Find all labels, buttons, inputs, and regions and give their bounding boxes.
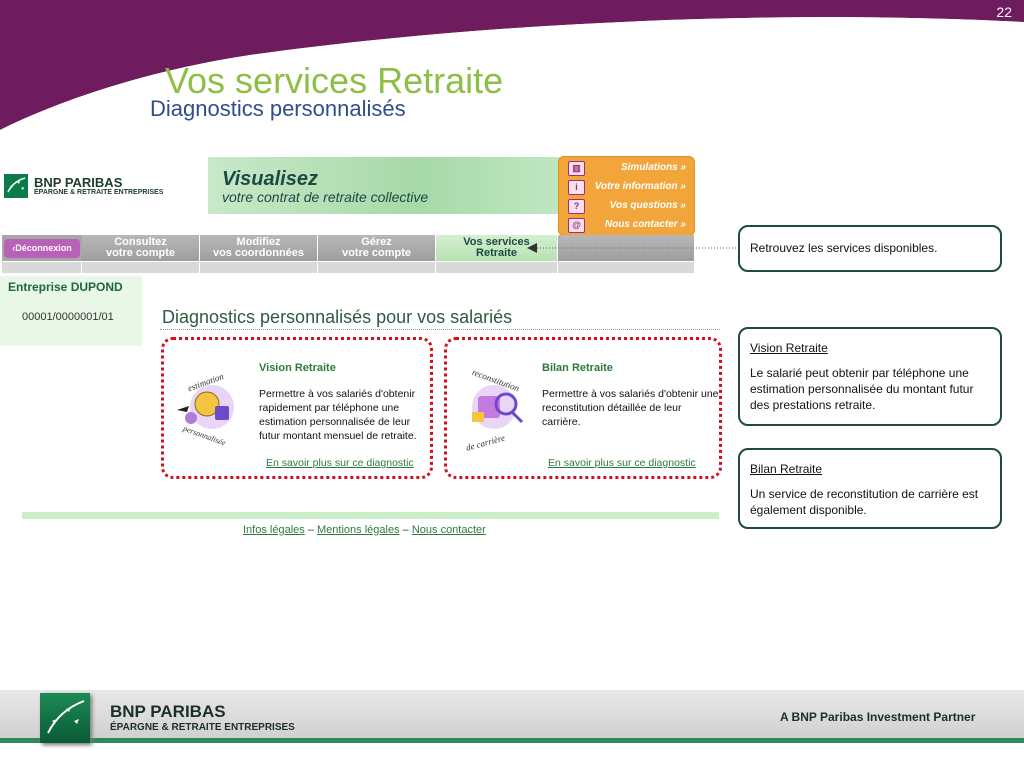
banner [208,157,560,214]
callout-bilan-text: Un service de reconstitution de carrière… [750,487,979,517]
company-name: Entreprise DUPOND [8,280,123,294]
card-description: Permettre à vos salariés d'obtenir rapid… [259,388,417,442]
footer-brand-sub: ÉPARGNE & RETRAITE ENTREPRISES [110,722,295,733]
legal-mentions-link[interactable]: Mentions légales [317,524,400,536]
contact-link[interactable]: Nous contacter [411,524,486,536]
page-heading: Diagnostics personnalisés pour vos salar… [162,307,513,327]
banner-title: Visualisez [222,168,318,190]
reconstitution-badge-icon: reconstitution de carrière [465,367,524,452]
bottom-footer-bar [0,690,1024,738]
tab-consultez-compte[interactable]: Consultez votre compte [82,235,200,261]
tab-modifiez-coordonnees[interactable]: Modifiez vos coordonnées [200,235,318,261]
banner-subtitle: votre contrat de retraite collective [222,189,429,205]
bnp-logo-icon [40,693,90,743]
card-title: Vision Retraite [259,362,336,374]
tab-gerez-compte[interactable]: Gérez votre compte [318,235,436,261]
site-brand-sub: ÉPARGNE & RETRAITE ENTREPRISES [34,189,164,196]
callout-vision-text: Le salarié peut obtenir par téléphone un… [750,366,974,412]
company-id: 00001/0000001/01 [22,311,114,323]
svg-text:de carrière: de carrière [465,433,506,452]
header-swoosh [0,0,1024,136]
learn-more-link[interactable]: En savoir plus sur ce diagnostic [548,457,696,469]
quick-link-contact[interactable]: @ Nous contacter » [559,216,694,234]
bottom-footer-stripe [0,738,1024,743]
chart-icon: ▥ [568,161,585,176]
info-icon: i [568,180,585,195]
quick-link-simulations[interactable]: ▥ Simulations » [559,159,694,177]
callout-vision: Vision Retraite Le salarié peut obtenir … [738,327,1002,426]
callout-services: Retrouvez les services disponibles. [738,225,1002,272]
at-icon: @ [568,218,585,233]
card-bilan-retraite: reconstitution de carrière Bilan Retrait… [444,337,722,479]
logout-button[interactable]: ‹Déconnexion [4,239,80,258]
callout-bilan-title: Bilan Retraite [750,462,823,476]
partner-text: A BNP Paribas Investment Partner [780,710,976,724]
pointer-arrow [527,243,738,253]
callout-vision-title: Vision Retraite [750,341,828,355]
bnp-logo-icon [4,174,28,198]
quick-links-panel: ▥ Simulations » i Votre information » ? … [558,156,695,236]
footer-links: Infos légales – Mentions légales – Nous … [243,524,486,536]
card-description: Permettre à vos salariés d'obtenir une r… [542,388,719,428]
quick-link-information[interactable]: i Votre information » [559,178,694,196]
heading-divider [160,329,720,330]
legal-info-link[interactable]: Infos légales [243,524,305,536]
quick-link-questions[interactable]: ? Vos questions » [559,197,694,215]
company-panel [0,276,142,346]
slide-title: Vos services Retraite [165,60,504,101]
estimation-badge-icon: estimation personnalisée [177,371,234,448]
slide-number: 22 [996,4,1012,20]
callout-bilan: Bilan Retraite Un service de reconstitut… [738,448,1002,529]
footer-divider [22,512,719,519]
footer-brand: BNP PARIBAS [110,702,226,721]
question-icon: ? [568,199,585,214]
learn-more-link[interactable]: En savoir plus sur ce diagnostic [266,457,414,469]
slide-subtitle: Diagnostics personnalisés [150,96,406,121]
site-brand: BNP PARIBAS [34,175,123,190]
card-title: Bilan Retraite [542,362,613,374]
card-vision-retraite: estimation personnalisée Vision Retraite… [161,337,433,479]
